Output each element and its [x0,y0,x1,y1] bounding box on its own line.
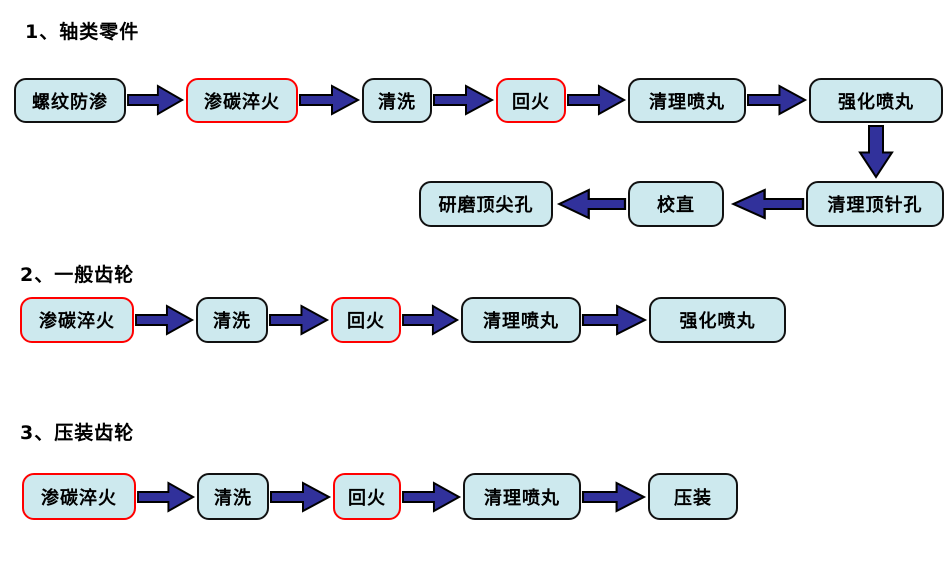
process-step-box: 研磨顶尖孔 [419,181,553,227]
flow-arrow-right-icon [433,84,495,116]
flow-arrow-down-icon [858,124,894,179]
process-step-label: 回火 [348,487,386,509]
process-step-box: 清理喷丸 [461,297,581,343]
process-step-label: 螺纹防渗 [32,91,108,113]
process-step-label: 回火 [512,91,550,113]
process-step-box: 回火 [496,78,566,123]
process-step-label: 清理顶针孔 [827,195,923,216]
flow-arrow-right-icon [567,84,627,116]
process-step-label: 清洗 [378,91,416,113]
flow-arrow-right-icon [402,481,462,513]
process-step-label: 压装 [674,487,712,509]
process-step-box: 渗碳淬火 [20,297,134,343]
flow-arrow-right-icon [581,481,647,513]
process-step-label: 清理喷丸 [649,91,725,113]
flow-arrow-left-icon [556,188,627,220]
flow-arrow-right-icon [269,304,330,336]
process-step-label: 清理喷丸 [484,487,560,509]
flow-arrow-right-icon [270,481,332,513]
process-step-box: 清洗 [362,78,432,123]
process-step-box: 螺纹防渗 [14,78,126,123]
process-step-box: 清洗 [196,297,268,343]
process-step-box: 清理顶针孔 [806,181,944,227]
flow-arrow-right-icon [135,304,195,336]
process-step-box: 强化喷丸 [649,297,786,343]
process-step-box: 回火 [333,473,401,520]
flow-arrow-right-icon [299,84,361,116]
process-step-label: 渗碳淬火 [39,311,115,332]
process-step-box: 强化喷丸 [809,78,943,123]
flow-arrow-right-icon [137,481,196,513]
process-step-label: 渗碳淬火 [41,487,117,509]
process-step-label: 渗碳淬火 [204,91,280,113]
process-step-box: 校直 [628,181,724,227]
flow-arrow-right-icon [402,304,460,336]
process-step-label: 回火 [347,311,385,332]
process-step-box: 渗碳淬火 [22,473,136,520]
process-step-box: 回火 [331,297,401,343]
process-step-label: 研磨顶尖孔 [438,195,534,216]
process-step-box: 清理喷丸 [463,473,581,520]
process-step-label: 清理喷丸 [483,311,559,332]
flow-arrow-right-icon [747,84,808,116]
process-step-label: 清洗 [213,311,251,332]
process-step-label: 强化喷丸 [838,91,914,113]
process-step-box: 渗碳淬火 [186,78,298,123]
flow-arrow-right-icon [581,304,648,336]
process-step-box: 清理喷丸 [628,78,746,123]
process-step-label: 校直 [657,195,695,216]
flow-arrow-left-icon [730,188,805,220]
process-step-box: 清洗 [197,473,269,520]
section-1-heading: 1、轴类零件 [25,21,140,43]
section-3-heading: 3、压装齿轮 [20,422,135,444]
process-step-label: 清洗 [214,487,252,509]
section-2-heading: 2、一般齿轮 [20,264,135,286]
flow-arrow-right-icon [127,84,185,116]
process-step-label: 强化喷丸 [679,311,756,332]
process-step-box: 压装 [648,473,738,520]
